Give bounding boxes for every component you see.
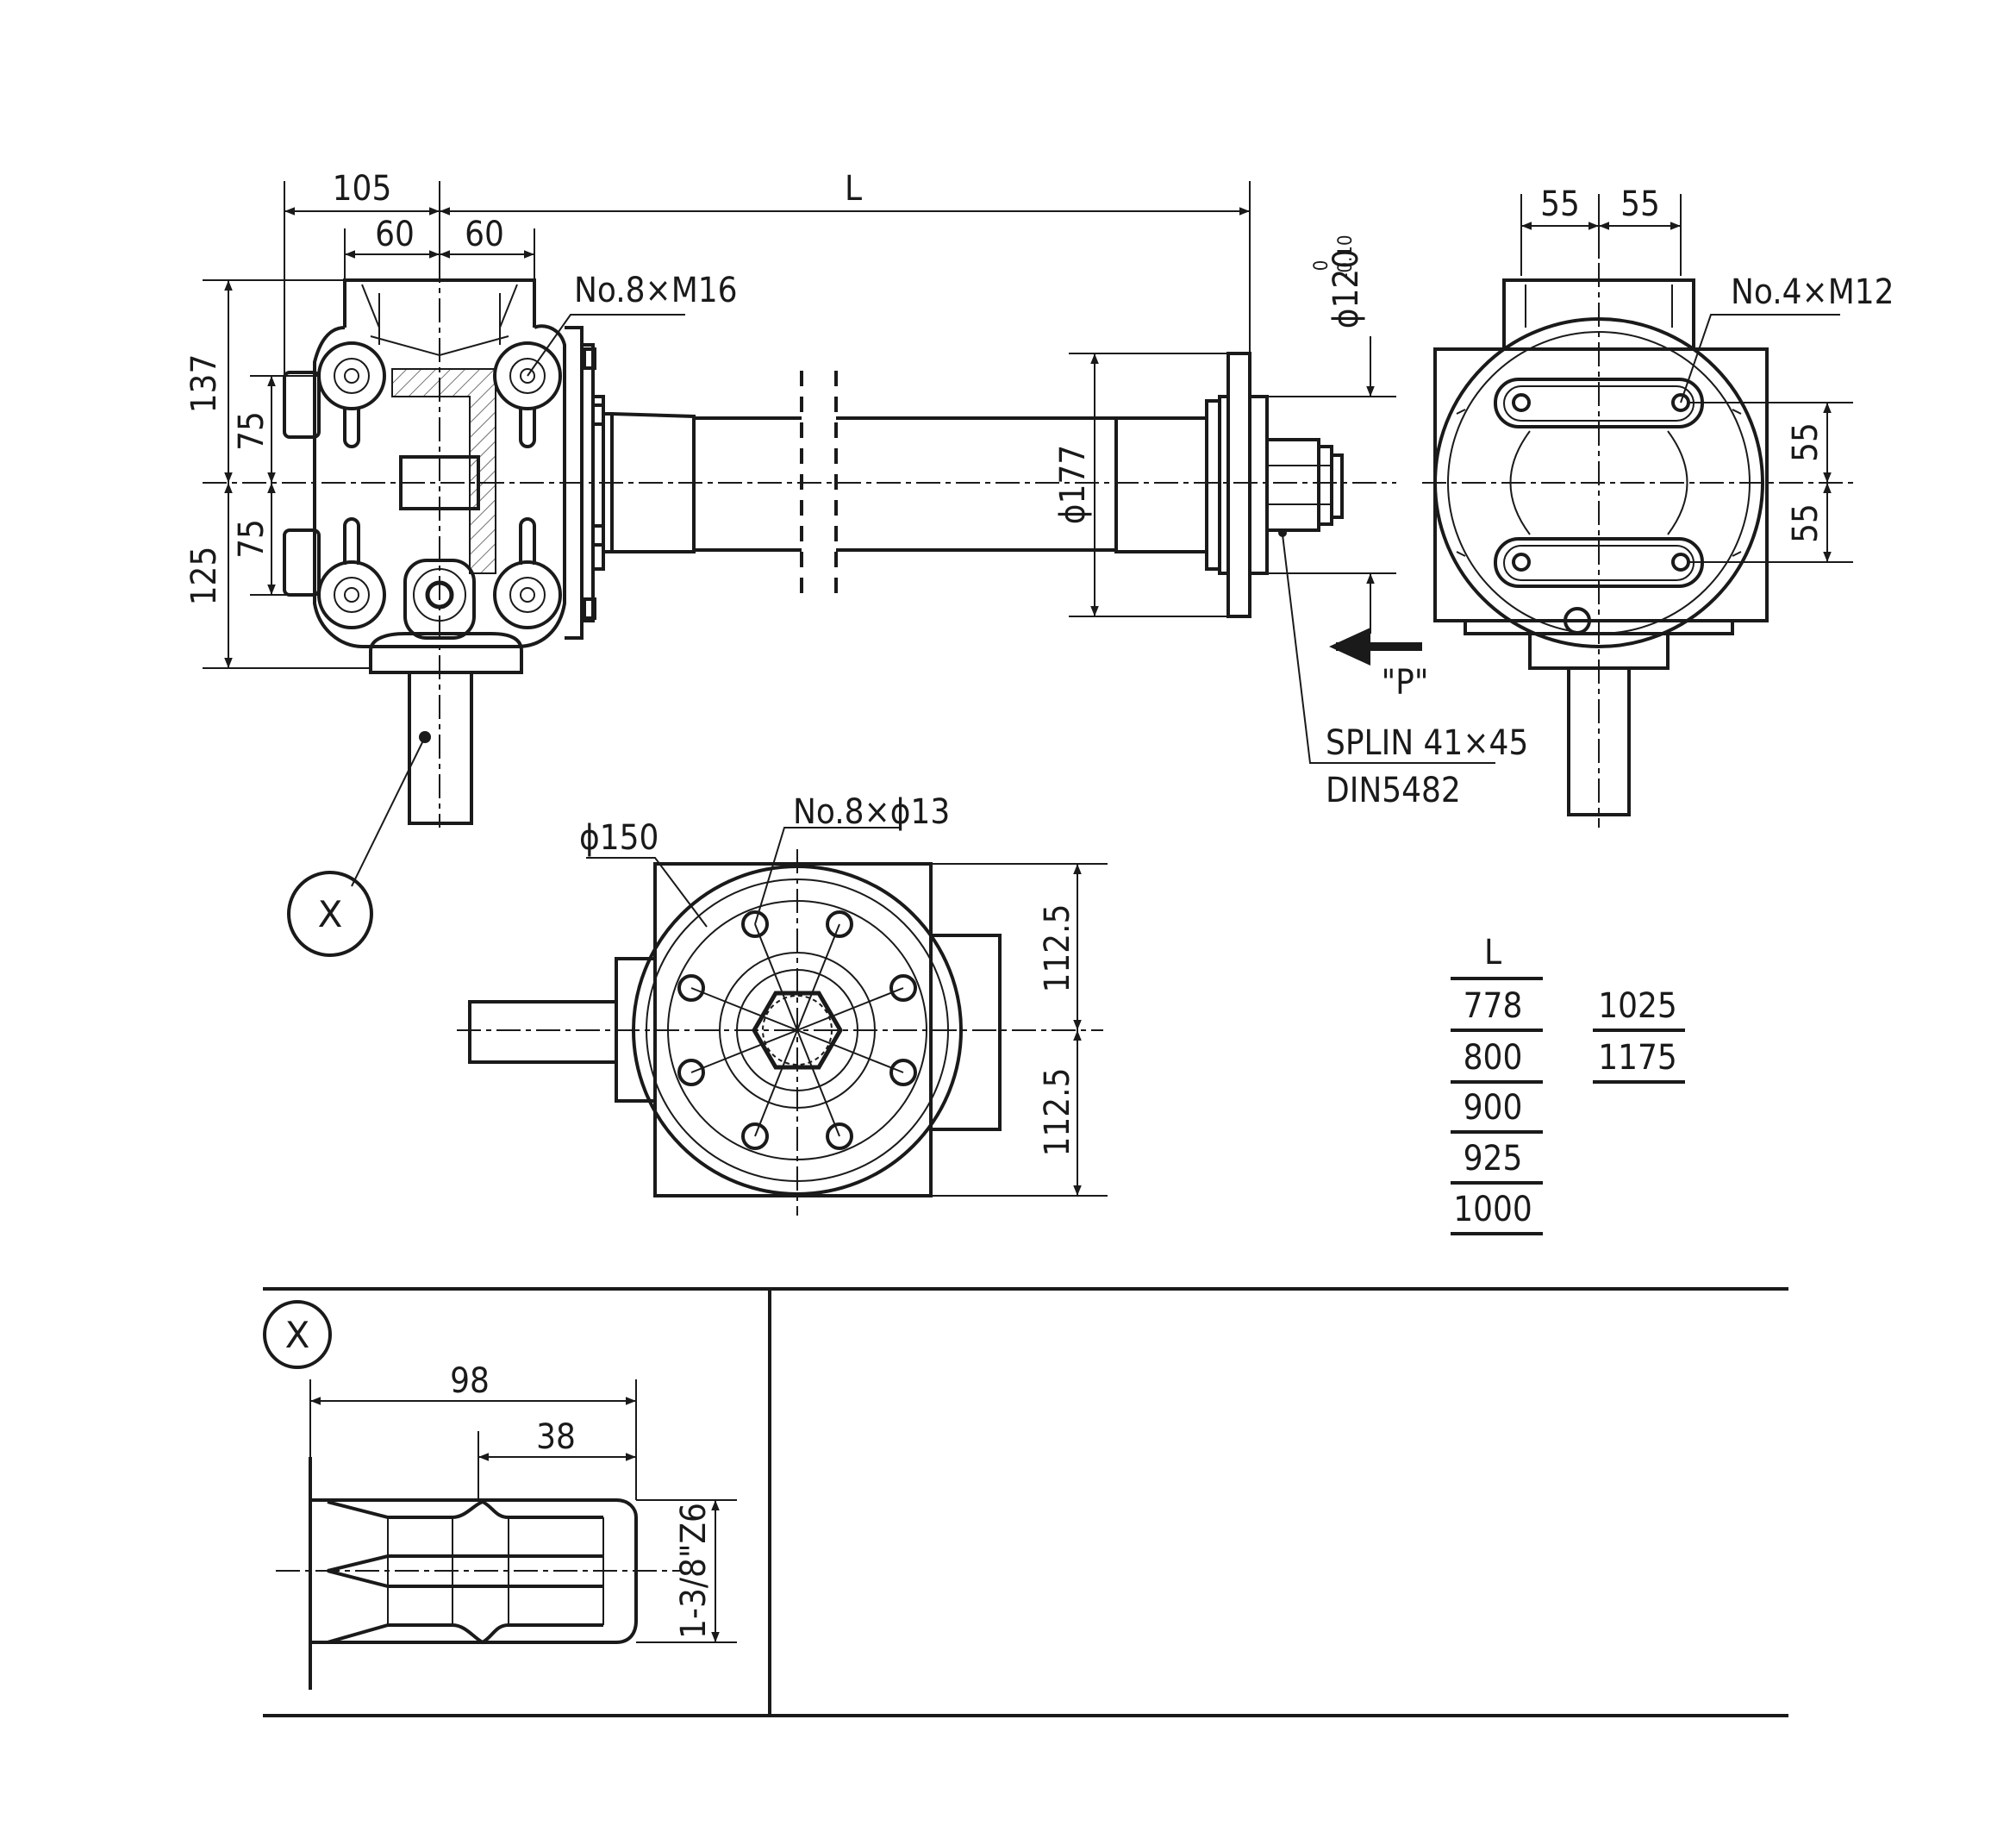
dim-112-5-lower: 112.5 (1038, 1068, 1077, 1157)
length-value: 800 (1464, 1038, 1523, 1078)
detail-marker-x: X (287, 871, 373, 957)
dim-l: L (845, 169, 862, 209)
dim-phi-150: ϕ150 (579, 818, 658, 858)
hole-note: No.8×ϕ13 (793, 792, 950, 832)
dim-60-right: 60 (465, 215, 504, 254)
length-value: 778 (1464, 986, 1523, 1026)
bolt-hole-tl (317, 341, 386, 448)
svg-text:X: X (285, 1314, 310, 1356)
bolt-hole-br (493, 517, 562, 629)
right-thread-note: No.4×M12 (1731, 272, 1894, 312)
bottom-view-flange (468, 827, 1002, 1197)
dim-phi-177: ϕ177 (1053, 445, 1093, 524)
dim-55-right: 55 (1620, 184, 1660, 224)
dim-75-top: 75 (232, 411, 272, 451)
flange-holes (677, 910, 917, 1150)
detail-frame (263, 1287, 1788, 1717)
dim-105: 105 (333, 169, 392, 209)
view-arrow-p (1329, 628, 1422, 666)
detail-spline-shaft (309, 1457, 638, 1690)
length-value: 900 (1464, 1088, 1523, 1128)
length-table: L 778 800 900 925 1000 1025 1175 (1451, 933, 1685, 1235)
side-view-gearbox (283, 278, 614, 887)
thread-note: No.8×M16 (574, 271, 738, 310)
dimensions-detail (309, 1379, 737, 1643)
dim-38: 38 (536, 1417, 576, 1457)
dim-112-5-upper: 112.5 (1038, 904, 1077, 993)
dim-125: 125 (184, 547, 224, 606)
svg-text:X: X (318, 893, 343, 935)
spline-note-2: DIN5482 (1326, 771, 1461, 810)
length-value: 925 (1464, 1139, 1523, 1179)
dim-75-bottom: 75 (232, 519, 272, 559)
long-shaft (611, 352, 1495, 764)
dimensions-side (203, 181, 1396, 669)
dim-55-lower: 55 (1786, 503, 1826, 543)
spline-note-1: SPLIN 41×45 (1326, 723, 1528, 763)
dim-137: 137 (184, 354, 224, 414)
length-value: 1175 (1598, 1038, 1677, 1078)
dim-phi-120: ϕ120 (1326, 249, 1366, 328)
dim-60-left: 60 (375, 215, 415, 254)
dim-phi-120-tol-upper: 0 (1311, 260, 1333, 272)
view-label-p: "P" (1382, 663, 1429, 703)
length-table-header: L (1484, 933, 1501, 972)
dim-98: 98 (450, 1361, 490, 1401)
dimensions-bottom (879, 863, 1108, 1197)
bolt-hole-tr (493, 341, 562, 448)
detail-marker-x-frame: X (263, 1300, 332, 1369)
dim-55-upper: 55 (1786, 422, 1826, 462)
dim-spline-size: 1-3/8"Z6 (674, 1503, 714, 1639)
bolt-hole-bl (317, 517, 386, 629)
length-value: 1025 (1598, 986, 1677, 1026)
dimensions-right (1520, 194, 1853, 563)
dim-55-left: 55 (1540, 184, 1580, 224)
length-value: 1000 (1453, 1190, 1532, 1229)
dim-phi-120-tol-lower: -0.10 (1335, 234, 1357, 278)
